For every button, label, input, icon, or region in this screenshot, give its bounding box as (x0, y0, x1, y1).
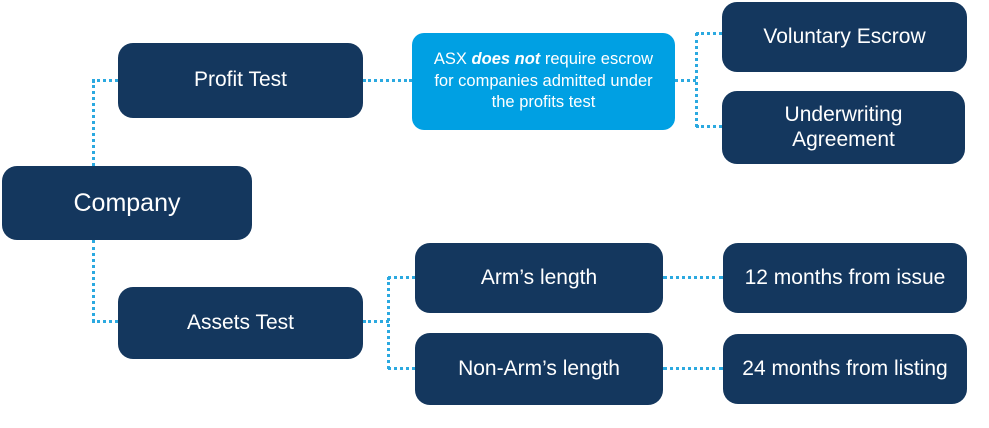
node-asx-escrow-note: ASX does not require escrow for companie… (412, 33, 675, 130)
connector-company-assets-horizontal (92, 320, 118, 323)
node-company-label: Company (73, 188, 181, 217)
connector-assets-branch-vertical (387, 277, 390, 369)
node-non-arms-length-label: Non-Arm’s length (458, 356, 620, 380)
node-12-months-from-issue: 12 months from issue (723, 243, 967, 313)
node-24-months-label: 24 months from listing (742, 356, 948, 380)
node-voluntary-escrow: Voluntary Escrow (722, 2, 967, 72)
connector-note-underwriting (696, 125, 722, 128)
connector-non-arms-24-months (663, 367, 723, 370)
node-arms-length: Arm’s length (415, 243, 663, 313)
connector-assets-non-arms-length (388, 367, 415, 370)
node-12-months-label: 12 months from issue (744, 265, 946, 289)
node-assets-test: Assets Test (118, 287, 363, 359)
connector-note-voluntary-escrow (696, 32, 722, 35)
connector-company-assets-vertical (92, 240, 95, 322)
connector-note-branch-vertical (695, 33, 698, 127)
node-arms-length-label: Arm’s length (480, 265, 598, 289)
note-suffix: require escrow for companies admitted un… (434, 50, 654, 112)
connector-company-profit-horizontal (92, 79, 118, 82)
connector-assets-arms-length (388, 276, 415, 279)
connector-assets-stub (363, 320, 389, 323)
node-underwriting-agreement: Underwriting Agreement (722, 91, 965, 164)
note-emphasis: does not (471, 50, 541, 69)
connector-profit-note (363, 79, 412, 82)
node-non-arms-length: Non-Arm’s length (415, 333, 663, 405)
node-underwriting-agreement-label: Underwriting Agreement (784, 103, 903, 151)
node-assets-test-label: Assets Test (187, 310, 294, 334)
node-profit-test-label: Profit Test (194, 68, 287, 92)
connector-note-stub (675, 79, 696, 82)
node-24-months-from-listing: 24 months from listing (723, 334, 967, 404)
node-company: Company (2, 166, 252, 240)
node-profit-test: Profit Test (118, 43, 363, 118)
connector-company-profit-vertical (92, 80, 95, 166)
node-voluntary-escrow-label: Voluntary Escrow (763, 24, 926, 48)
connector-arms-12-months (663, 276, 723, 279)
asx-escrow-note-text: ASX does not require escrow for companie… (424, 49, 663, 113)
note-prefix: ASX (433, 50, 472, 69)
